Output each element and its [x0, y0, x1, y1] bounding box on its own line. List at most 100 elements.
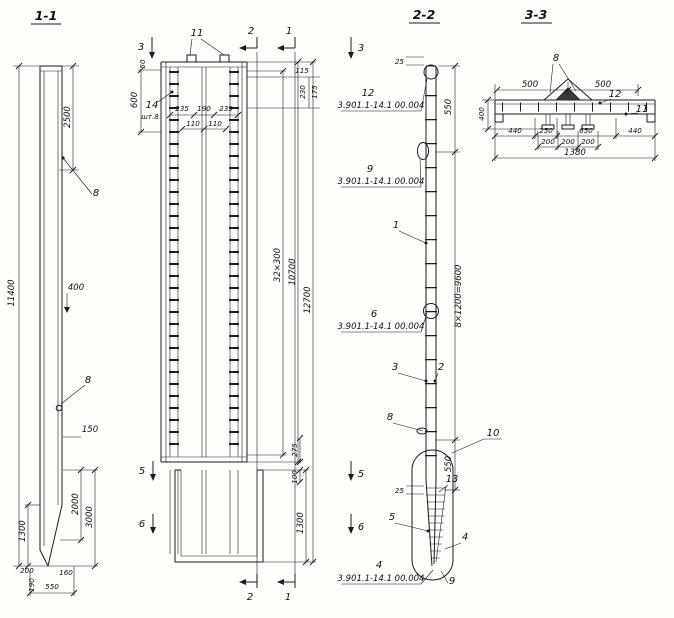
- mark-2-bottom-label: 2: [247, 592, 253, 603]
- pile-elevation: [417, 64, 439, 480]
- lifting-loop-top: [423, 64, 439, 80]
- section-mark-2-bottom: 2: [239, 574, 258, 603]
- callout-14-label: 14: [146, 100, 159, 111]
- pile-tip-detail: [411, 449, 454, 581]
- dim-235-left: 235: [175, 104, 189, 113]
- dim-400: 400: [68, 283, 84, 293]
- dim-275: 275: [290, 443, 299, 457]
- dim-600: 600: [130, 92, 140, 108]
- dim-1300-bottom: 1300: [18, 520, 28, 542]
- callout-12-group-33: 12: [598, 89, 621, 105]
- dim-3000: 3000: [85, 506, 95, 528]
- lifting-loop-lower: [423, 303, 439, 319]
- callout-6-group: 6 3.901.1-14.1 00.004: [338, 309, 428, 333]
- anchor-plates: [186, 54, 230, 63]
- dim-650: 650: [579, 126, 593, 135]
- dim-25-top: 25: [395, 57, 405, 66]
- section-mark-6-left: 6: [139, 514, 156, 534]
- plan-left-dims: 50 600: [130, 59, 161, 136]
- callout-8-upper: 8: [61, 156, 99, 199]
- dim-32x300: 32×300: [273, 248, 283, 282]
- dim-10700: 10700: [288, 258, 298, 285]
- callout-8-upper-label: 8: [93, 188, 99, 199]
- dim-230: 230: [298, 85, 307, 99]
- dim-100: 100: [290, 470, 299, 484]
- callout-4-bottom-label: 4: [376, 560, 382, 571]
- dim-550-bottom: 550: [444, 456, 454, 472]
- mark-1-top-label: 1: [286, 26, 292, 37]
- dim-250: 250: [539, 126, 553, 135]
- plan-right-dims: 32×300 10700 12700 275 100 1300: [247, 58, 317, 566]
- callout-4-side-group: 4: [444, 532, 468, 550]
- callout-13-group: 13: [438, 474, 458, 493]
- section-mark-1-top: 1: [277, 26, 296, 51]
- dim-110-left: 110: [186, 119, 200, 128]
- dim-160: 160: [59, 568, 73, 577]
- section-mark-3-left: 3: [138, 37, 155, 59]
- callout-9-bottom-group: 9: [440, 570, 455, 587]
- section-mark-1-bottom: 1: [277, 574, 296, 603]
- pile-plan-outline: [160, 61, 248, 463]
- mark-2-top-label: 2: [248, 26, 254, 37]
- dims-3-3: 500 500 440 250 650 440 200 200 200 1380…: [477, 80, 659, 162]
- callout-6-label: 6: [371, 309, 377, 320]
- dim-500-right: 500: [595, 80, 611, 90]
- dim-400-mark: 400: [64, 283, 84, 313]
- callout-3-label: 3: [392, 362, 398, 373]
- callout-8-label-33: 8: [553, 53, 559, 64]
- callout-2-label: 2: [438, 362, 444, 373]
- callout-14-group: 14 шт.8: [141, 90, 174, 121]
- dim-175: 175: [310, 85, 319, 99]
- dim-190: 190: [27, 578, 36, 592]
- callout-11-label-33: 11: [636, 104, 649, 115]
- section-mark-3-right: 3: [348, 37, 364, 59]
- dim-550-top: 550: [444, 99, 454, 115]
- dim-8x1200: 8×1200=9600: [454, 265, 464, 328]
- callout-8-label: 8: [387, 412, 393, 423]
- dim-1300-plan: 1300: [296, 512, 306, 534]
- mark-3-right-label: 3: [358, 43, 364, 54]
- dim-115: 115: [295, 66, 309, 75]
- dim-11400: 11400: [7, 279, 17, 306]
- mark-6-right-label: 6: [358, 522, 364, 533]
- view-3-3-title: 3-3: [525, 7, 548, 22]
- callout-10-group: 10: [451, 428, 502, 454]
- callout-8-group: 8: [387, 412, 428, 435]
- section-mark-5-left: 5: [139, 461, 156, 481]
- dim-200-c: 200: [581, 137, 595, 146]
- callout-5-label: 5: [389, 512, 395, 523]
- callout-4-bottom-group: 4 3.901.1-14.1 00.004: [338, 560, 434, 585]
- dim-440-left: 440: [508, 126, 522, 135]
- callout-8-lower-label: 8: [85, 375, 91, 386]
- callout-11-label: 11: [191, 28, 204, 39]
- callout-9-bottom-label: 9: [449, 576, 455, 587]
- callout-14-qty: шт.8: [141, 112, 159, 121]
- plan-top-small-dims: 235 190 235 110 110: [166, 104, 242, 133]
- callout-8-lower: 8: [55, 375, 91, 412]
- rebar-ladder-rails: [169, 67, 239, 457]
- view-1-1-title: 1-1: [35, 8, 58, 23]
- callout-9-ref: 3.901.1-14.1 00.004: [338, 177, 425, 187]
- dim-12700: 12700: [303, 286, 313, 313]
- dim-440-right: 440: [628, 126, 642, 135]
- mark-5-right-label: 5: [358, 469, 364, 480]
- view-section-3-3: 3-3 8 12: [477, 7, 659, 162]
- plan-top-right-dims: 115 230 175: [247, 66, 320, 109]
- mark-3-left-label: 3: [138, 42, 144, 53]
- mark-1-bottom-label: 1: [285, 592, 291, 603]
- callout-12-group: 12 3.901.1-14.1 00.004: [338, 78, 428, 112]
- dim-200-b: 200: [561, 137, 575, 146]
- callout-11-group: 11: [189, 28, 225, 56]
- dim-400-33: 400: [477, 107, 486, 121]
- mark-6-left-label: 6: [139, 519, 145, 530]
- tip-spiral-outline: [411, 449, 454, 581]
- dim-190-plan: 190: [197, 104, 211, 113]
- formwork-u-outline: [169, 469, 264, 563]
- dim-110-right: 110: [208, 119, 222, 128]
- callout-8-group-33: 8: [549, 53, 577, 94]
- dim-2500: 2500: [63, 106, 73, 128]
- section-mark-2-top: 2: [239, 26, 258, 51]
- column-outline: [39, 65, 63, 567]
